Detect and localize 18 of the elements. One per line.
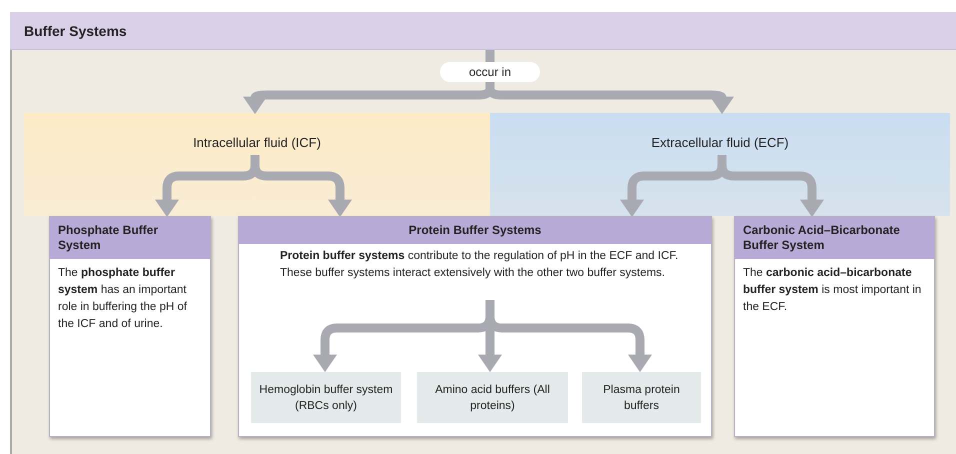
- buffer-card: [238, 216, 712, 437]
- card-title: Phosphate Buffer System: [50, 217, 210, 259]
- buffer-type-box: Amino acid buffers (All proteins): [417, 372, 568, 423]
- buffer-type-box: Hemoglobin buffer system (RBCs only): [251, 372, 401, 423]
- card-title: Carbonic Acid–Bicarbonate Buffer System: [735, 217, 934, 259]
- buffer-card: [49, 216, 211, 437]
- card-title: Protein Buffer Systems: [239, 217, 711, 244]
- connector-label: occur in: [440, 62, 540, 82]
- card-description: The phosphate buffer system has an important role in buffering the pH of the ICF and of urine.: [57, 266, 188, 332]
- region-label: Intracellular fluid (ICF): [192, 135, 322, 150]
- fluid-region-band: [24, 113, 490, 216]
- buffer-type-box: Plasma protein buffers: [582, 372, 701, 423]
- region-label: Extracellular fluid (ECF): [650, 135, 790, 150]
- buffer-card: [734, 216, 935, 437]
- title-bar: Buffer Systems: [10, 12, 956, 50]
- fluid-region-band: [490, 113, 950, 216]
- card-description: Protein buffer systems contribute to the regulation of pH in the ECF and ICF. These buffer systems interact extensively with the other two buffer systems.: [280, 248, 700, 301]
- card-description: The carbonic acid–bicarbonate buffer system is most important in the ECF.: [742, 266, 922, 315]
